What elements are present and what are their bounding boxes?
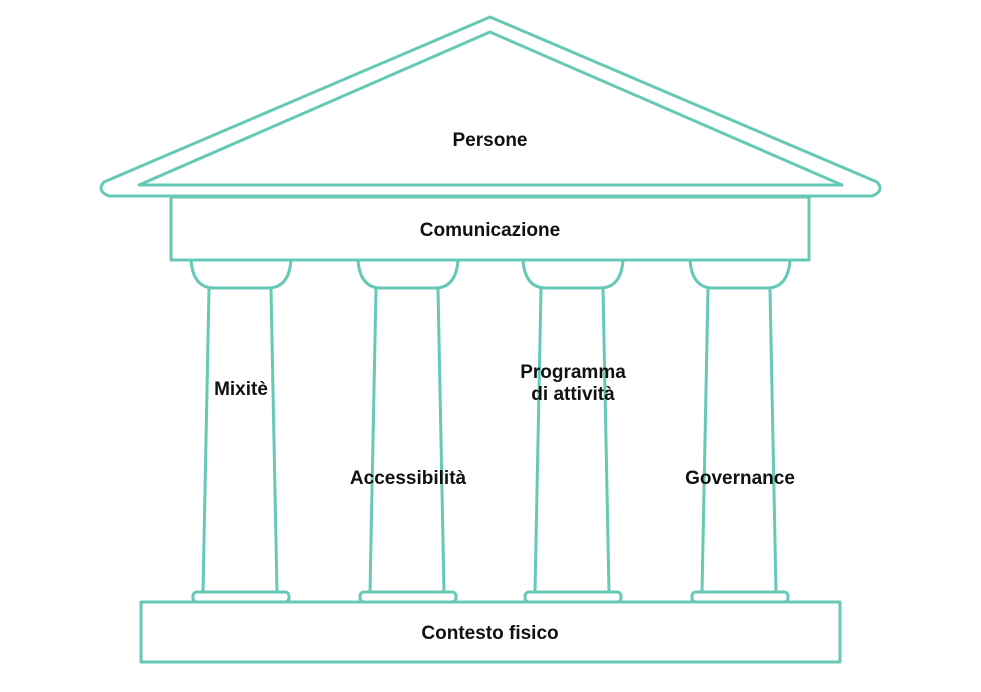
pillar-1-shaft-right — [269, 287, 279, 594]
pillar-2-shaft-left — [368, 287, 378, 594]
pillar-4-shaft-right — [768, 287, 778, 594]
pillar-3-shaft-right — [601, 287, 611, 594]
pillar-1-label: Mixitè — [214, 379, 268, 400]
pillar-4 — [688, 258, 792, 604]
pillar-3-label: Programma di attività — [520, 362, 626, 406]
pillar-3-capital — [521, 258, 625, 290]
pillar-4-capital — [688, 258, 792, 290]
base-label: Contesto fisico — [421, 623, 559, 644]
pillar-4-label: Governance — [685, 468, 795, 489]
pillar-1-shaft-left — [201, 287, 211, 594]
pillar-2-capital — [356, 258, 460, 290]
base-box — [139, 600, 842, 664]
pillar-3-shaft-left — [533, 287, 543, 594]
roof-inner — [137, 30, 844, 187]
pillar-2-label: Accessibilità — [349, 468, 467, 489]
pillar-1-capital — [189, 258, 293, 290]
pillar-3 — [521, 258, 625, 604]
pillar-3-label-line2: di attività — [531, 384, 615, 405]
entablature-box — [169, 195, 811, 262]
entablature-label: Comunicazione — [419, 220, 561, 241]
pillar-4-shaft-left — [700, 287, 710, 594]
pillar-2-shaft-right — [436, 287, 446, 594]
roof-label: Persone — [452, 130, 528, 151]
pillar-2 — [356, 258, 460, 604]
roof-outer — [99, 15, 882, 198]
pillar-1 — [189, 258, 293, 604]
pillar-3-label-line1: Programma — [520, 362, 626, 383]
